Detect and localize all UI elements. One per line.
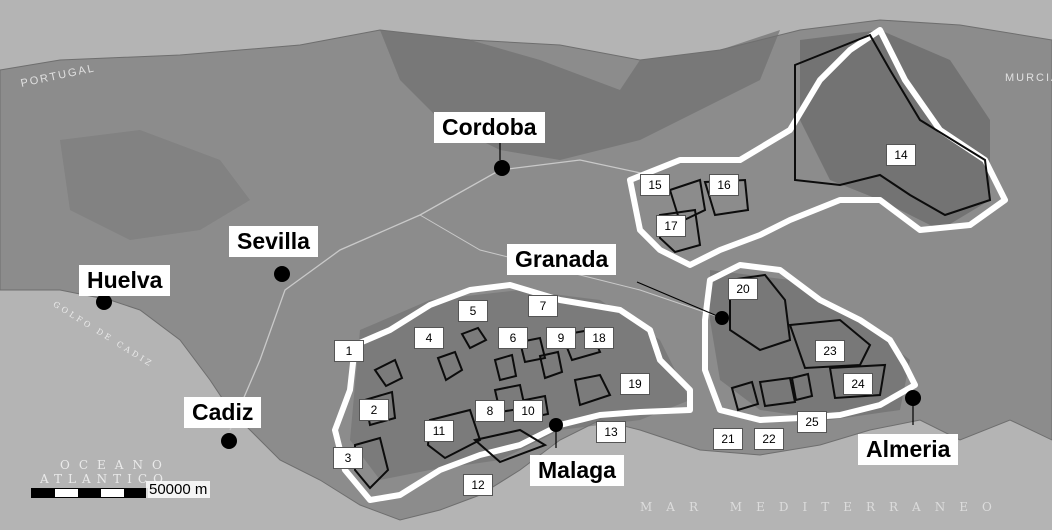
city-label-almeria: Almeria <box>858 434 959 466</box>
zone-label-10: 10 <box>513 400 543 422</box>
zone-label-20: 20 <box>728 278 758 300</box>
zone-label-25: 25 <box>797 411 827 433</box>
city-label-granada: Granada <box>507 244 617 276</box>
mountain-shading-4 <box>800 30 990 230</box>
scale-bar <box>31 488 148 498</box>
zone-label-12: 12 <box>463 474 493 496</box>
scale-label: 50000 m <box>146 481 211 498</box>
marker-granada <box>715 311 729 325</box>
zone-outline-north-east <box>627 27 1008 268</box>
city-markers <box>96 160 921 449</box>
marker-malaga <box>549 418 563 432</box>
zone-outline-south-east <box>702 262 918 423</box>
zone-label-19: 19 <box>620 373 650 395</box>
zone-label-24: 24 <box>843 373 873 395</box>
mountain-shading-5 <box>60 130 250 240</box>
zone-label-8: 8 <box>475 400 505 422</box>
country-label-murcia: MURCIA <box>1005 72 1052 84</box>
zone-label-23: 23 <box>815 340 845 362</box>
zone-label-17: 17 <box>656 215 686 237</box>
city-label-malaga: Malaga <box>530 455 624 487</box>
zone-label-11: 11 <box>424 420 454 442</box>
sea-label-mediterranean: MAR MEDITERRANEO <box>640 500 1006 514</box>
zone-label-7: 7 <box>528 295 558 317</box>
marker-cadiz <box>221 433 237 449</box>
zone-label-18: 18 <box>584 327 614 349</box>
zone-label-13: 13 <box>596 421 626 443</box>
marker-sevilla <box>274 266 290 282</box>
zone-label-6: 6 <box>498 327 528 349</box>
city-label-sevilla: Sevilla <box>229 226 318 258</box>
zone-label-1: 1 <box>334 340 364 362</box>
marker-huelva <box>96 294 112 310</box>
sea-label-ocean-1: OCEANO <box>60 458 171 472</box>
city-label-huelva: Huelva <box>79 265 171 297</box>
city-label-cordoba: Cordoba <box>434 112 545 144</box>
zone-label-15: 15 <box>640 174 670 196</box>
zone-label-22: 22 <box>754 428 784 450</box>
zone-label-14: 14 <box>886 144 916 166</box>
marker-cordoba <box>494 160 510 176</box>
zone-label-16: 16 <box>709 174 739 196</box>
zone-label-21: 21 <box>713 428 743 450</box>
zone-outline-west <box>332 282 693 503</box>
river-guadalquivir <box>229 159 651 431</box>
city-label-cadiz: Cadiz <box>184 397 262 429</box>
sea-label-ocean-2: ATLANTICO <box>40 472 169 486</box>
zone-label-9: 9 <box>546 327 576 349</box>
zone-label-2: 2 <box>359 399 389 421</box>
zone-label-3: 3 <box>333 447 363 469</box>
marker-almeria <box>905 390 921 406</box>
zone-label-4: 4 <box>414 327 444 349</box>
zone-label-5: 5 <box>458 300 488 322</box>
